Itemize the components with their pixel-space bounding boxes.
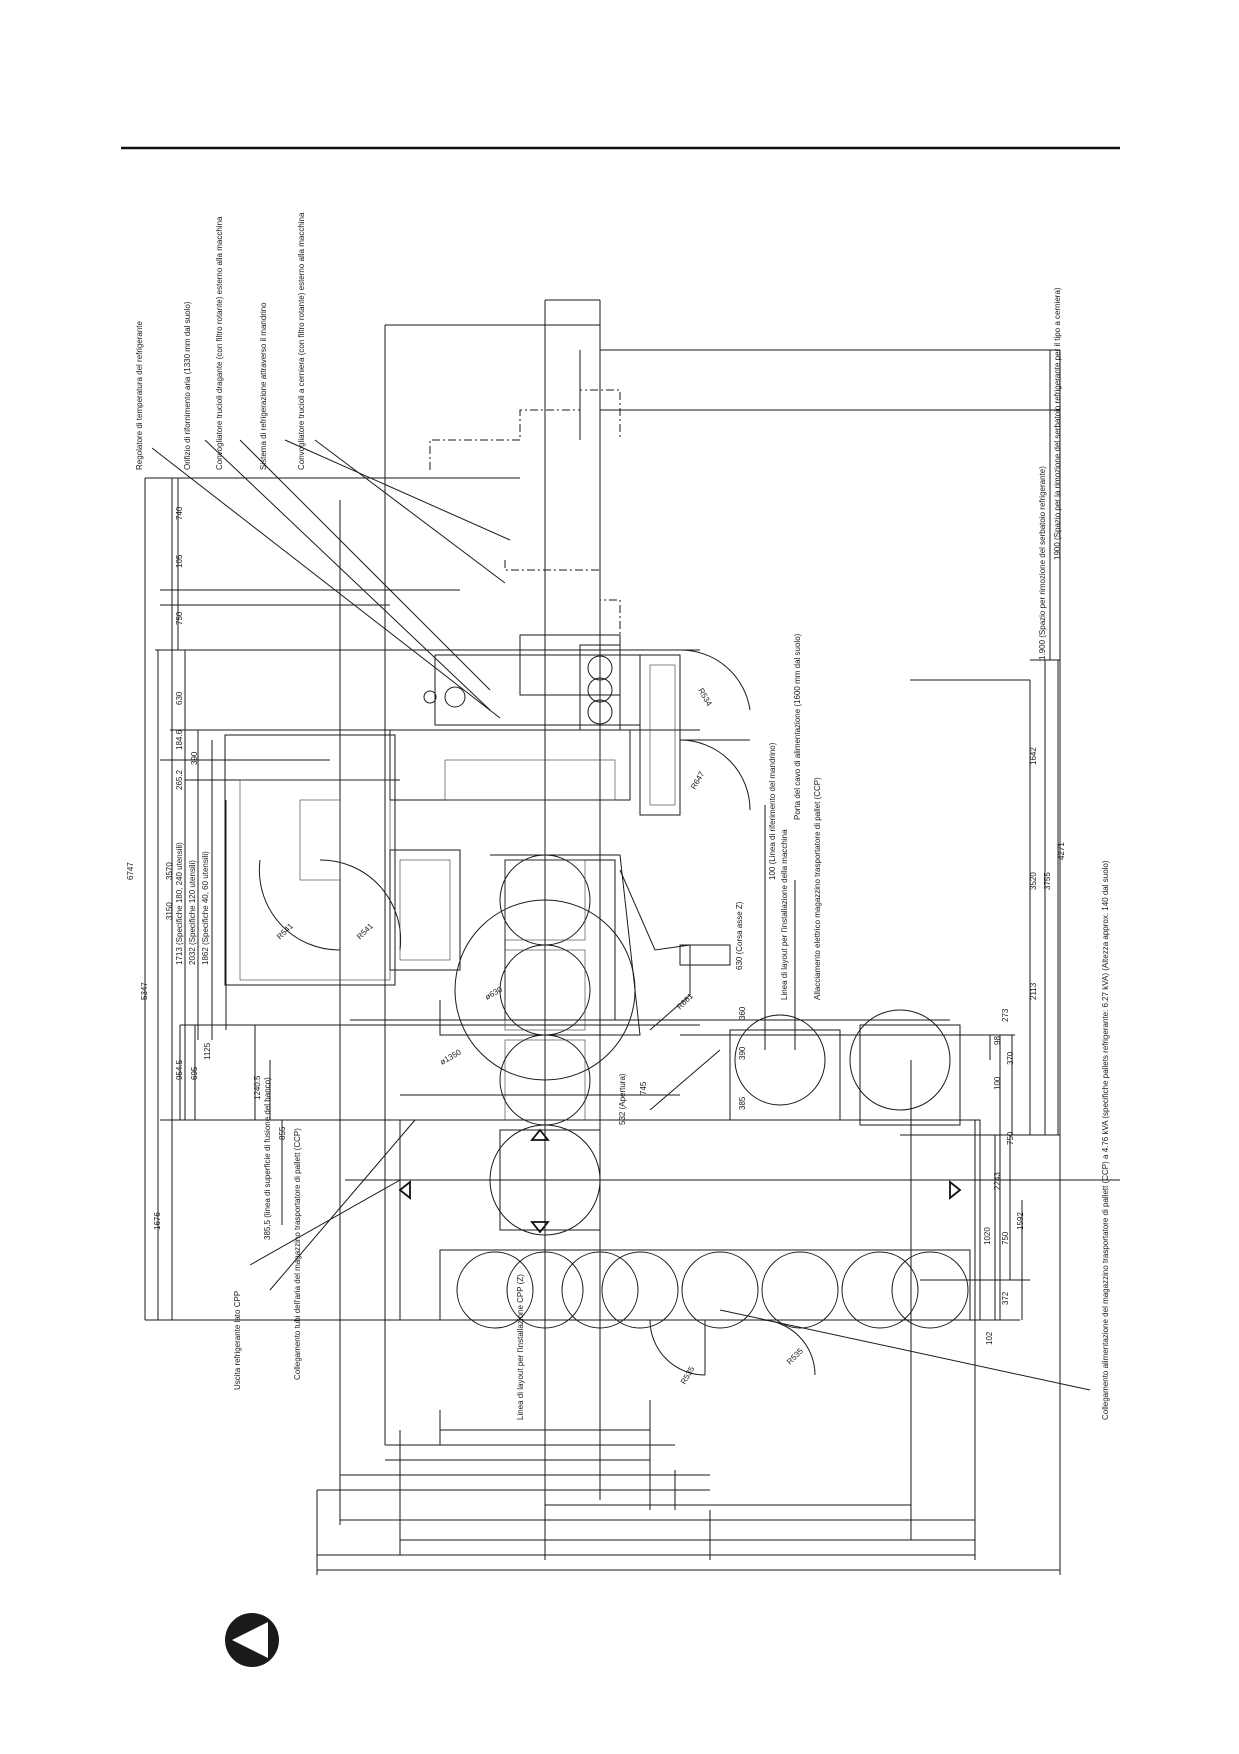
note-cpp-layout: Linea di layout per l'installazione CPP …	[516, 1274, 525, 1420]
note-power-conn: Collegamento alimentazione del magazzino…	[1101, 860, 1110, 1420]
note-layout-line: Linea di layout per l'installazione dell…	[780, 829, 789, 1000]
dim-3520: 3520	[1029, 872, 1038, 890]
dim-385: 385	[738, 1096, 747, 1110]
pallet-magazine-cpp	[398, 1009, 981, 1376]
dim-5347: 5347	[140, 982, 149, 1000]
dim-1713: 1713 (Specifiche 180, 240 utensili)	[175, 842, 184, 965]
note-tank-removal-2: 1900 (Spazio per la rimozione del serbat…	[1053, 287, 1062, 560]
dim-102: 102	[985, 1331, 994, 1345]
tool-magazine	[224, 734, 461, 986]
dim-1125: 1125	[203, 1042, 212, 1060]
dim-750c: 750	[1001, 1231, 1010, 1245]
dim-390b: 390	[738, 1046, 747, 1060]
dim-855: 855	[278, 1126, 287, 1140]
left-dimension-chains	[144, 478, 460, 1320]
dim-r647: R647	[689, 769, 707, 791]
dim-r661: R661	[675, 991, 695, 1011]
dim-r535b: R535	[785, 1346, 805, 1366]
dim-630: 630	[175, 691, 184, 705]
note-chip-conv-hinge: Convogliatore trucioli a cerniera (con f…	[297, 212, 306, 470]
note-opening: 532 (Apertura)	[618, 1073, 627, 1125]
dim-750b: 750	[1006, 1131, 1015, 1145]
note-chip-conv-drag: Convogliatore trucioli dragante (con fil…	[215, 216, 224, 470]
dim-3755: 3755	[1043, 872, 1052, 890]
dim-r541a: R541	[275, 921, 295, 941]
dim-2032: 2032 (Specifiche 120 utensili)	[188, 860, 197, 965]
dim-1642: 1642	[1029, 747, 1038, 765]
dim-370: 370	[1006, 1051, 1015, 1065]
dim-265: 265.2	[175, 769, 184, 790]
note-coolant-out: Uscita refrigerante lato CPP	[233, 1291, 242, 1390]
dim-3570: 3570	[165, 862, 174, 880]
dim-740: 740	[175, 506, 184, 520]
dim-6747: 6747	[126, 862, 135, 880]
dim-1020: 1020	[983, 1227, 992, 1245]
dim-360: 360	[738, 1006, 747, 1020]
dim-390: 390	[190, 751, 199, 765]
note-z-stroke: 630 (Corsa asse Z)	[735, 901, 744, 970]
dim-184: 184.6	[175, 729, 184, 750]
note-magazine-power: Allacciamento elettrico magazzino traspo…	[813, 777, 822, 1000]
center-notes: 100 (Linea di riferimento del mandrino) …	[233, 633, 822, 1420]
dim-954: 954.5	[175, 1059, 184, 1080]
note-pipe-conn: Collegamento tubi dell'aria del magazzin…	[293, 1128, 302, 1380]
note-tank-removal-1: 1.900 (Spazio per rimozione del serbatoi…	[1038, 466, 1047, 660]
right-dimension-labels: 1642 3520 3755 4271 2113 273 98 370 100 …	[983, 747, 1066, 1345]
dim-745: 745	[639, 1081, 648, 1095]
dim-1592: 1592	[1016, 1212, 1025, 1230]
dim-3150: 3150	[165, 902, 174, 920]
coolant-tank-unit	[389, 634, 751, 816]
dim-105: 105	[175, 554, 184, 568]
dim-r535a: R535	[679, 1364, 697, 1386]
dim-750: 750	[175, 611, 184, 625]
dim-4271: 4271	[1057, 842, 1066, 860]
dim-100: 100	[993, 1076, 1002, 1090]
dim-695: 695	[190, 1066, 199, 1080]
inner-dimension-labels: R534 R647 R541 R541 R661 ø630 ø1350 360 …	[275, 687, 805, 1387]
dim-1676: 1676	[153, 1212, 162, 1230]
right-notes: 1.900 (Spazio per rimozione del serbatoi…	[1038, 287, 1110, 1420]
manufacturer-logo	[225, 1613, 279, 1667]
note-pressure-temp: Regolatore di temperatura del refrigeran…	[135, 320, 144, 470]
upper-stepped-outline	[429, 389, 621, 640]
right-dimension-chains	[579, 349, 1060, 1321]
leader-lines	[151, 439, 1091, 1391]
dim-1240: 1240.5	[253, 1075, 262, 1100]
dim-372: 372	[1001, 1291, 1010, 1305]
note-coolant-spindle: Sistema di refrigerazione attraverso il …	[259, 302, 268, 470]
dim-273: 273	[1001, 1008, 1010, 1022]
note-air-inlet: Orifizio di rifornimento aria (1330 mm d…	[183, 301, 192, 470]
dim-2113: 2113	[1029, 982, 1038, 1000]
note-table-surface: 385,5 (linea di superficie di fusione de…	[263, 1077, 272, 1240]
note-power-door: Porta del cavo di alimentazione (1600 mm…	[793, 633, 802, 820]
dim-r534: R534	[696, 687, 714, 709]
notes-top-left: Regolatore di temperatura del refrigeran…	[135, 212, 306, 470]
dim-phi1350: ø1350	[439, 1047, 464, 1066]
note-spindle-ref: 100 (Linea di riferimento del mandrino)	[768, 742, 777, 880]
dim-r541b: R541	[355, 921, 375, 941]
dim-98: 98	[993, 1036, 1002, 1045]
left-dimension-labels: 6747 5347 3570 3150 1713 (Specifiche 180…	[126, 506, 287, 1230]
dim-1862: 1862 (Specifiche 40, 60 utensili)	[201, 851, 210, 965]
dim-2243: 2243	[993, 1172, 1002, 1190]
pallet-changer	[439, 854, 731, 1126]
